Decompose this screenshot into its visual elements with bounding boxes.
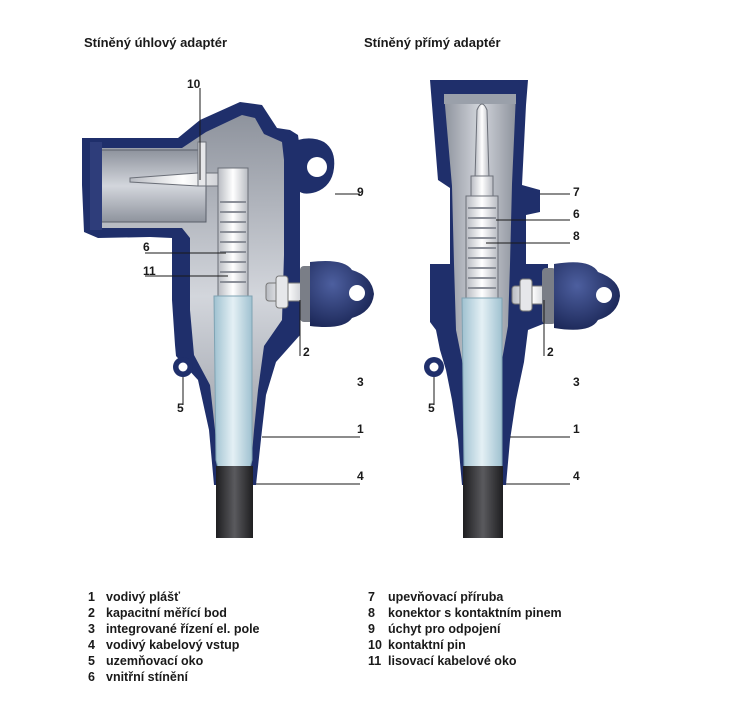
legend-text: konektor s kontaktním pinem bbox=[388, 606, 562, 620]
callouts-right: 7 6 8 2 3 5 1 4 bbox=[428, 185, 580, 483]
legend-number: 4 bbox=[88, 638, 95, 652]
callout-right-2: 2 bbox=[547, 345, 554, 359]
legend-number: 3 bbox=[88, 622, 95, 636]
legend-item: 2 kapacitní měřící bod bbox=[88, 605, 260, 621]
callout-left-5: 5 bbox=[177, 401, 184, 415]
leader-lines-left bbox=[145, 88, 360, 485]
title-straight-adapter: Stíněný přímý adaptér bbox=[364, 35, 501, 50]
legend-item: 4 vodivý kabelový vstup bbox=[88, 637, 260, 653]
callouts-left: 10 9 6 11 2 3 5 1 4 bbox=[143, 77, 364, 483]
legend-number: 2 bbox=[88, 606, 95, 620]
legend-number: 10 bbox=[368, 638, 382, 652]
straight-capacitive-cap bbox=[554, 262, 620, 330]
straight-connector-ribs bbox=[468, 207, 496, 289]
legend-item: 10 kontaktní pin bbox=[368, 637, 562, 653]
legend-number: 1 bbox=[88, 590, 95, 604]
leader-lines-right bbox=[433, 193, 570, 485]
legend-item: 11 lisovací kabelové oko bbox=[368, 653, 562, 669]
callout-left-3: 3 bbox=[357, 375, 364, 389]
callout-left-2: 2 bbox=[303, 345, 310, 359]
straight-adapter bbox=[424, 80, 620, 538]
callout-left-4: 4 bbox=[357, 469, 364, 483]
legend-number: 7 bbox=[368, 590, 375, 604]
legend-text: úchyt pro odpojení bbox=[388, 622, 501, 636]
legend-item: 7 upevňovací příruba bbox=[368, 589, 562, 605]
legend-number: 5 bbox=[88, 654, 95, 668]
angled-crimp-lug-ribs bbox=[220, 201, 246, 283]
legend-text: kapacitní měřící bod bbox=[106, 606, 227, 620]
legend-item: 1 vodivý plášť bbox=[88, 589, 260, 605]
callout-left-1: 1 bbox=[357, 422, 364, 436]
callout-right-5: 5 bbox=[428, 401, 435, 415]
callout-right-3: 3 bbox=[573, 375, 580, 389]
legend-text: vnitřní stínění bbox=[106, 670, 188, 684]
legend-text: lisovací kabelové oko bbox=[388, 654, 517, 668]
legend-item: 9 úchyt pro odpojení bbox=[368, 621, 562, 637]
callout-left-6: 6 bbox=[143, 240, 150, 254]
legend-number: 8 bbox=[368, 606, 375, 620]
callout-left-11: 11 bbox=[143, 264, 156, 278]
legend-text: upevňovací příruba bbox=[388, 590, 504, 604]
legend-number: 11 bbox=[368, 654, 382, 668]
legend-item: 5 uzemňovací oko bbox=[88, 653, 260, 669]
legend-left: 1 vodivý plášť 2 kapacitní měřící bod 3 int… bbox=[88, 589, 260, 685]
legend-number: 6 bbox=[88, 670, 95, 684]
callout-left-10: 10 bbox=[187, 77, 201, 91]
legend-text: integrované řízení el. pole bbox=[106, 622, 260, 636]
legend-item: 3 integrované řízení el. pole bbox=[88, 621, 260, 637]
legend-item: 6 vnitřní stínění bbox=[88, 669, 260, 685]
callout-right-7: 7 bbox=[573, 185, 580, 199]
legend-number: 9 bbox=[368, 622, 375, 636]
angled-adapter bbox=[82, 102, 374, 538]
legend-text: vodivý kabelový vstup bbox=[106, 638, 240, 652]
legend-text: kontaktní pin bbox=[388, 638, 466, 652]
legend-right: 7 upevňovací příruba 8 konektor s kontaktn… bbox=[368, 589, 562, 669]
callout-right-6: 6 bbox=[573, 207, 580, 221]
callout-right-4: 4 bbox=[573, 469, 580, 483]
legend-text: vodivý plášť bbox=[106, 590, 181, 604]
callout-right-1: 1 bbox=[573, 422, 580, 436]
title-angled-adapter: Stíněný úhlový adaptér bbox=[84, 35, 228, 50]
angled-capacitive-cap bbox=[310, 261, 374, 327]
callout-right-8: 8 bbox=[573, 229, 580, 243]
callout-left-9: 9 bbox=[357, 185, 364, 199]
legend-item: 8 konektor s kontaktním pinem bbox=[368, 605, 562, 621]
legend-text: uzemňovací oko bbox=[106, 654, 204, 668]
